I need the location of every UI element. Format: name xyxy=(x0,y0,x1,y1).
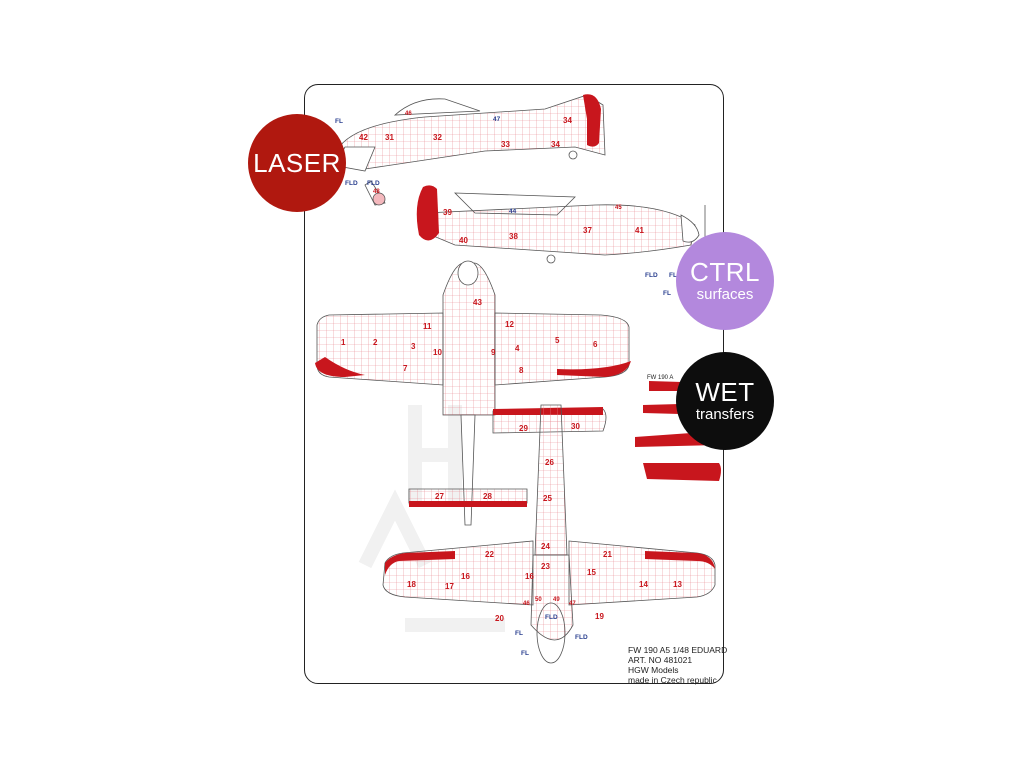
ctrl-surfaces-badge: CTRL surfaces xyxy=(676,232,774,330)
label-46b: 46 xyxy=(523,601,530,607)
laser-title: LASER xyxy=(253,148,341,178)
ctrl-subtitle: surfaces xyxy=(696,286,754,303)
label-7: 7 xyxy=(403,364,408,373)
label-45: 45 xyxy=(615,205,622,211)
label-9: 9 xyxy=(491,348,496,357)
label-12: 12 xyxy=(505,320,514,329)
label-26: 26 xyxy=(545,458,554,467)
sheet-info-line1: FW 190 A5 1/48 EDUARD xyxy=(628,645,728,655)
fl-label-3: FL xyxy=(515,630,523,637)
label-6: 6 xyxy=(593,340,598,349)
label-18: 18 xyxy=(407,580,416,589)
label-8: 8 xyxy=(519,366,524,375)
label-22: 22 xyxy=(485,550,494,559)
label-19: 19 xyxy=(595,612,604,621)
label-33: 33 xyxy=(501,140,510,149)
ctrl-title: CTRL xyxy=(690,257,760,287)
label-21: 21 xyxy=(603,550,612,559)
label-50: 50 xyxy=(535,597,542,603)
label-24: 24 xyxy=(541,542,550,551)
label-32: 32 xyxy=(433,133,442,142)
label-27: 27 xyxy=(435,492,444,501)
fld-label-5: FLD xyxy=(575,634,588,641)
label-4: 4 xyxy=(515,344,520,353)
wet-transfers-badge: WET transfers xyxy=(676,352,774,450)
label-31: 31 xyxy=(385,133,394,142)
fld-label-2: FLD xyxy=(367,180,380,187)
laser-badge: LASER xyxy=(248,114,346,212)
wet-title: WET xyxy=(695,377,755,407)
fld-label-1: FLD xyxy=(345,180,358,187)
label-48: 48 xyxy=(373,189,380,195)
fl-label-4: FL xyxy=(521,650,529,657)
fl-label-1: FL xyxy=(335,118,343,125)
wet-subtitle: transfers xyxy=(695,406,755,423)
fld-label-3: FLD xyxy=(645,272,658,279)
plan-view-bottom xyxy=(382,404,716,664)
watermark-shadow xyxy=(358,405,505,632)
sheet-info: FW 190 A5 1/48 EDUARD ART. NO 481021 HGW… xyxy=(628,645,727,685)
label-25: 25 xyxy=(543,494,552,503)
label-41: 41 xyxy=(635,226,644,235)
label-43: 43 xyxy=(473,298,482,307)
plan-view-top xyxy=(315,260,631,526)
label-34b: 34 xyxy=(551,140,560,149)
label-40: 40 xyxy=(459,236,468,245)
decal-strip-label: FW 190 A xyxy=(647,375,673,381)
label-46a: 46 xyxy=(405,111,412,117)
label-28: 28 xyxy=(483,492,492,501)
label-11: 11 xyxy=(423,322,432,331)
label-15: 15 xyxy=(587,568,596,577)
label-20: 20 xyxy=(495,614,504,623)
fld-label-6: FLD xyxy=(545,614,558,621)
label-14: 14 xyxy=(639,580,648,589)
label-44: 44 xyxy=(509,208,517,215)
label-13: 13 xyxy=(673,580,682,589)
label-39: 39 xyxy=(443,208,452,217)
label-38: 38 xyxy=(509,232,518,241)
label-1: 1 xyxy=(341,338,346,347)
side-view-left xyxy=(334,94,606,206)
label-23: 23 xyxy=(541,562,550,571)
sheet-info-line4: made in Czech republic xyxy=(628,675,717,685)
label-16b: 16 xyxy=(525,572,534,581)
fld-label-4: FLD xyxy=(669,272,682,279)
label-2: 2 xyxy=(373,338,378,347)
label-10: 10 xyxy=(433,348,442,357)
sheet-info-line2: ART. NO 481021 xyxy=(628,655,693,665)
label-42: 42 xyxy=(359,133,368,142)
label-5: 5 xyxy=(555,336,560,345)
label-16a: 16 xyxy=(461,572,470,581)
label-34a: 34 xyxy=(563,116,572,125)
label-30: 30 xyxy=(571,422,580,431)
fl-label-2: FL xyxy=(663,290,671,297)
side-view-right xyxy=(416,185,706,264)
label-47a: 47 xyxy=(493,116,501,123)
label-49: 49 xyxy=(553,597,560,603)
label-29: 29 xyxy=(519,424,528,433)
label-3: 3 xyxy=(411,342,416,351)
sheet-info-line3: HGW Models xyxy=(628,665,679,675)
label-37: 37 xyxy=(583,226,592,235)
aircraft-drawings: FW 190 A 42 31 32 33 34 34 46 48 39 40 3… xyxy=(315,94,722,664)
label-47b: 47 xyxy=(569,601,576,607)
label-17: 17 xyxy=(445,582,454,591)
decal-sheet: FW 190 A 42 31 32 33 34 34 46 48 39 40 3… xyxy=(304,84,724,684)
